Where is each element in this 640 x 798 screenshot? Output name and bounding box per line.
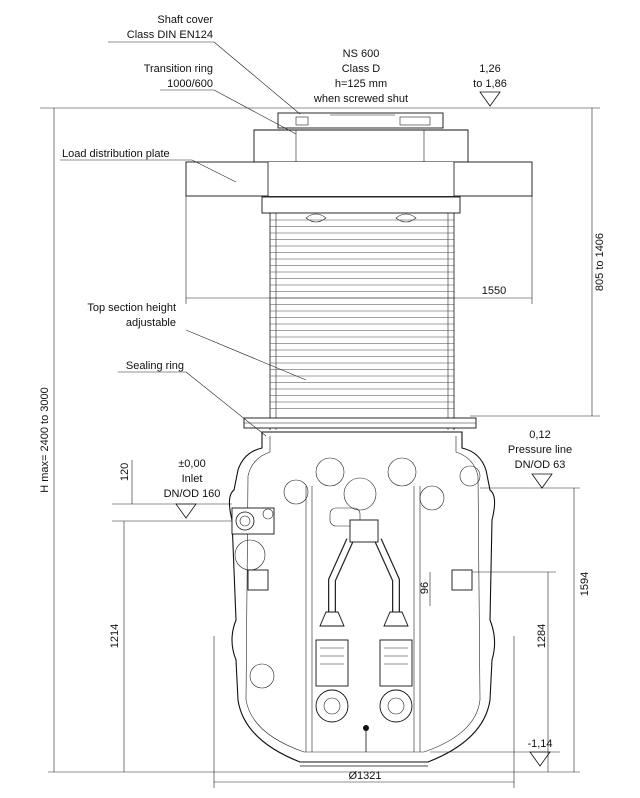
dim-diameter: Ø1321 bbox=[348, 770, 381, 782]
dim-top-height: 805 to 1406 bbox=[594, 233, 606, 291]
inlet-label: Inlet bbox=[182, 473, 203, 485]
dim-1214: 1214 bbox=[109, 624, 121, 648]
top-section-adjustable-label: adjustable bbox=[126, 317, 176, 329]
shaft-cover-class-label: Class DIN EN124 bbox=[127, 29, 213, 41]
float-switch bbox=[363, 725, 369, 752]
pressure-size-label: DN/OD 63 bbox=[515, 459, 566, 471]
ns-class-label: Class D bbox=[342, 63, 381, 75]
level-bottom-value: -1,14 bbox=[527, 738, 552, 750]
corrugated-riser bbox=[269, 213, 455, 430]
ns-label: NS 600 bbox=[343, 48, 380, 60]
transition-ring-size-label: 1000/600 bbox=[167, 78, 213, 90]
level-marker-top bbox=[479, 91, 501, 107]
transition-ring-label: Transition ring bbox=[144, 63, 213, 75]
pressure-level-value: 0,12 bbox=[529, 429, 550, 441]
level-marker-inlet bbox=[175, 503, 197, 519]
top-section-label: Top section height bbox=[87, 302, 176, 314]
dim-1284: 1284 bbox=[536, 624, 548, 648]
inlet-level-value: ±0,00 bbox=[178, 458, 205, 470]
dim-96: 96 bbox=[419, 582, 431, 594]
tank-body bbox=[228, 431, 496, 767]
ns-height-label: h=125 mm bbox=[335, 78, 387, 90]
pump-right bbox=[379, 611, 413, 723]
shaft-cover-label: Shaft cover bbox=[157, 14, 213, 26]
load-plate-label: Load distribution plate bbox=[62, 148, 170, 160]
y-pipe bbox=[328, 519, 400, 625]
sealing-ring-label: Sealing ring bbox=[126, 360, 184, 372]
internal-fittings bbox=[247, 457, 481, 752]
level-top-value: 1,26 bbox=[479, 63, 500, 75]
load-distribution-plate bbox=[185, 161, 533, 197]
annotations: Shaft cover Class DIN EN124 Transition r… bbox=[39, 14, 606, 782]
inlet-pipe bbox=[231, 507, 275, 689]
ns-note-label: when screwed shut bbox=[313, 93, 408, 105]
dim-max-height: H max= 2400 to 3000 bbox=[39, 387, 51, 493]
dim-plate-width: 1550 bbox=[482, 285, 506, 297]
leader-lines bbox=[60, 41, 307, 437]
level-top-range: to 1,86 bbox=[473, 78, 507, 90]
dim-1594: 1594 bbox=[579, 572, 591, 596]
dim-inlet-offset: 120 bbox=[119, 463, 131, 481]
level-marker-bottom bbox=[529, 751, 551, 767]
sealing-ring bbox=[243, 417, 477, 429]
inlet-size-label: DN/OD 160 bbox=[164, 488, 221, 500]
dimension-lines bbox=[40, 107, 600, 788]
shaft-cover bbox=[277, 112, 444, 129]
top-section-collar bbox=[261, 196, 461, 223]
transition-ring bbox=[253, 129, 469, 163]
pump-left bbox=[315, 611, 349, 723]
pressure-line-label: Pressure line bbox=[508, 444, 572, 456]
level-marker-pressure bbox=[531, 473, 553, 489]
